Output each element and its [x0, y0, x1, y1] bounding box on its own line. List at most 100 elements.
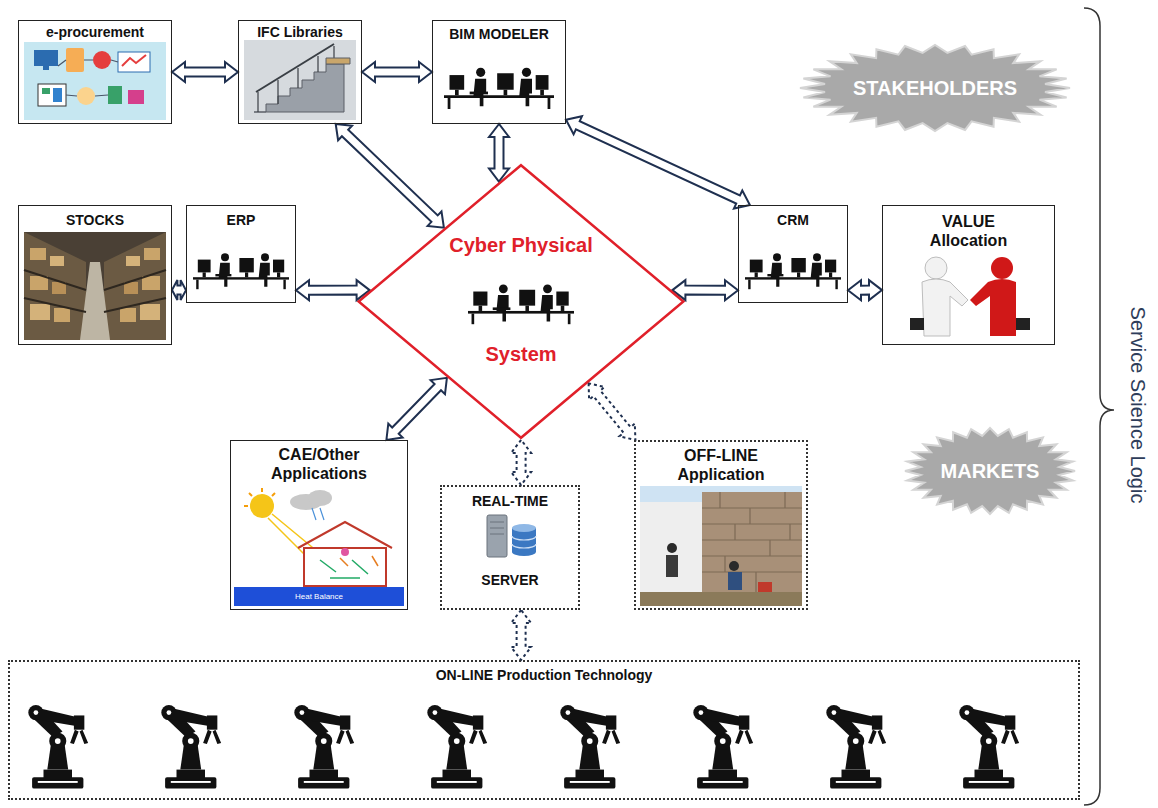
stocks-warehouse-picture-part [50, 256, 64, 266]
construction-site-photo-part [728, 572, 742, 590]
handshake-picture [910, 257, 1030, 336]
handshake-picture-part [991, 257, 1013, 279]
construction-site-photo-part [640, 502, 702, 592]
side-caption: Service Science Logic [1126, 307, 1150, 504]
double-arrow [386, 378, 447, 440]
diamond-outline [356, 163, 686, 440]
heat-balance-picture-part [234, 587, 404, 606]
app-box: CRM [738, 205, 848, 303]
stocks-warehouse-picture-part [54, 308, 70, 322]
ifc-stair-picture-part [244, 40, 356, 120]
construction-site-photo-part [667, 543, 677, 553]
construction-site-photo-part [702, 492, 802, 592]
e-procurement-picture-part [53, 88, 62, 102]
node-text: OFF-LINE Application [661, 446, 781, 484]
app-box: STOCKS [18, 205, 172, 345]
robot-arm-icons-part [294, 705, 354, 789]
database-server-icon-part [487, 515, 507, 557]
stocks-warehouse-picture-part [144, 248, 160, 260]
starburst-outline [905, 428, 1075, 514]
robot-arm-icons-part [28, 705, 88, 789]
heat-balance-picture-part [244, 488, 275, 506]
heat-balance-picture-part [312, 508, 324, 520]
stocks-warehouse-picture-part [80, 262, 110, 340]
picture-caption: Heat Balance [295, 592, 343, 602]
double-arrow [172, 62, 238, 82]
ifc-stair-picture [244, 40, 356, 120]
stocks-warehouse-picture-part [140, 304, 160, 320]
node-text: SERVER [446, 572, 574, 589]
curly-bracket-part [1084, 8, 1114, 805]
construction-site-photo-part [666, 555, 678, 577]
database-server-icon-part [512, 536, 536, 548]
e-procurement-picture-part [24, 42, 166, 120]
stocks-warehouse-picture-part [126, 256, 140, 266]
double-arrow [848, 280, 882, 300]
heat-balance-picture-part [304, 548, 386, 586]
double-arrow [566, 116, 750, 208]
workstation-icons-part [745, 253, 841, 289]
double-arrow [511, 610, 531, 660]
app-box: IFC Libraries [238, 20, 362, 124]
double-arrow [172, 280, 186, 300]
e-procurement-picture-part [38, 84, 66, 106]
node-text: MARKETS [909, 459, 1071, 483]
diamond-outline [359, 165, 684, 438]
stocks-warehouse-picture-part [30, 304, 50, 320]
node-text: IFC Libraries [243, 24, 357, 41]
construction-site-photo [640, 486, 802, 606]
handshake-picture-part [1016, 318, 1030, 330]
double-arrow [511, 440, 531, 485]
node-text: BIM MODELER [437, 26, 561, 43]
ifc-stair-picture-part [258, 46, 334, 112]
ifc-stair-picture-part [326, 58, 350, 64]
robot-arm-icons-part [693, 705, 753, 789]
construction-site-photo-part [702, 492, 802, 592]
node-text: CRM [743, 212, 843, 229]
starburst-outline [800, 45, 1070, 131]
starburst-badge: STAKEHOLDERS [800, 45, 1070, 131]
node-text: REAL-TIME [446, 493, 574, 510]
app-box: BIM MODELER [432, 20, 566, 124]
construction-site-photo-part [640, 592, 802, 606]
e-procurement-picture-part [93, 51, 111, 69]
double-arrow [362, 62, 432, 82]
e-procurement-picture-part [118, 52, 150, 72]
heat-balance-picture-part [308, 490, 332, 506]
ifc-stair-picture-part [254, 64, 344, 112]
stocks-warehouse-picture-part [24, 232, 166, 340]
e-procurement-picture [24, 42, 166, 120]
workstation-icons [193, 68, 841, 324]
stocks-warehouse-picture [24, 232, 166, 340]
hub-diamond: Cyber PhysicalSystem [356, 163, 686, 440]
stocks-warehouse-picture-part [120, 308, 136, 322]
database-server-icon [487, 515, 536, 557]
workstation-icons-part [193, 253, 289, 289]
ifc-stair-picture-part [256, 44, 334, 92]
robot-arm-icons-part [826, 705, 886, 789]
construction-site-photo-part [640, 486, 802, 606]
node-text: STAKEHOLDERS [804, 76, 1066, 100]
e-procurement-picture-part [122, 55, 146, 66]
e-procurement-picture-part [77, 87, 95, 105]
node-text: ON-LINE Production Technology [14, 667, 1074, 684]
double-arrow [589, 383, 636, 440]
double-arrow [489, 124, 509, 182]
heat-balance-picture-part [250, 494, 274, 518]
heat-balance-picture [234, 488, 404, 606]
app-box: CAE/Other Applications [230, 440, 408, 610]
node-text: System [360, 342, 682, 366]
node-text: CAE/Other Applications [244, 445, 394, 483]
e-procurement-picture-part [66, 48, 84, 72]
database-server-icon-part [490, 522, 504, 534]
e-procurement-picture-part [108, 86, 122, 104]
node-text: ERP [191, 212, 291, 229]
robot-arm-icons-part [560, 705, 620, 789]
heat-balance-picture-part [341, 548, 349, 556]
stocks-warehouse-picture-part [24, 270, 166, 312]
app-box: ERP [186, 205, 296, 303]
node-text: Cyber Physical [360, 233, 682, 257]
app-box: VALUE Allocation [882, 205, 1055, 345]
starburst-badge: MARKETS [905, 428, 1075, 514]
